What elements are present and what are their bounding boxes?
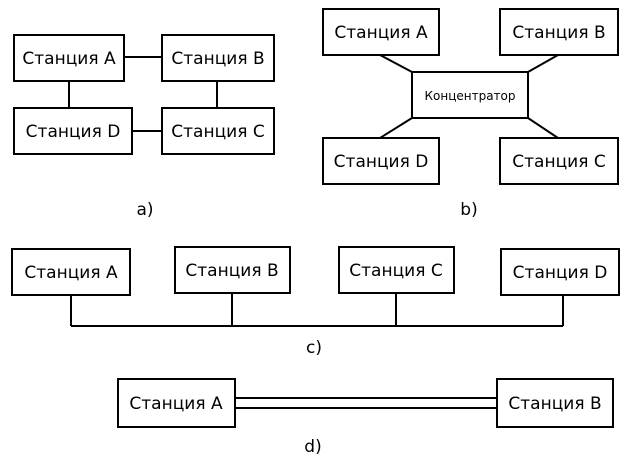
hub-box	[411, 71, 529, 119]
station-b-label: Станция B	[171, 49, 264, 69]
station-b-box	[496, 378, 614, 428]
station-a-box	[13, 34, 125, 82]
station-c-box	[499, 137, 619, 185]
station-d-label: Станция D	[513, 263, 608, 283]
station-a-box	[11, 248, 131, 296]
station-d-box	[500, 248, 620, 296]
station-b-label: Станция B	[185, 261, 278, 281]
station-a-box	[322, 8, 440, 56]
station-c-label: Станция C	[171, 122, 264, 142]
hub-label: Концентратор	[424, 89, 515, 103]
caption-d: d)	[304, 437, 321, 457]
station-a-label: Станция A	[129, 394, 223, 414]
caption-b: b)	[460, 200, 477, 220]
station-b-label: Станция B	[512, 23, 605, 43]
station-a-label: Станция A	[24, 263, 118, 283]
station-d-label: Станция D	[26, 122, 121, 142]
link-b-hub	[527, 54, 559, 73]
station-b-label: Станция B	[508, 394, 601, 414]
station-c-box	[338, 246, 455, 294]
caption-c: c)	[306, 338, 322, 358]
station-b-box	[499, 8, 619, 56]
station-d-box	[13, 107, 133, 155]
station-d-box	[322, 137, 440, 185]
topology-b: Станция A Станция B Концентратор Станция…	[322, 8, 619, 220]
station-a-label: Станция A	[22, 49, 116, 69]
topology-d: Станция A Станция B d)	[117, 378, 614, 457]
link-a-hub	[379, 54, 413, 73]
caption-a: a)	[136, 200, 153, 220]
station-c-box	[161, 107, 275, 155]
link-c-hub	[527, 117, 559, 139]
station-c-label: Станция C	[349, 261, 442, 281]
station-a-box	[117, 378, 236, 428]
station-a-label: Станция A	[334, 23, 428, 43]
topology-a: Станция A Станция B Станция D Станция C …	[13, 34, 275, 220]
topology-c: Станция A Станция B Станция C Станция D …	[11, 246, 620, 358]
station-d-label: Станция D	[334, 152, 429, 172]
station-c-label: Станция C	[512, 152, 605, 172]
link-d-hub	[379, 117, 413, 139]
station-b-box	[174, 246, 291, 294]
station-b-box	[161, 34, 275, 82]
